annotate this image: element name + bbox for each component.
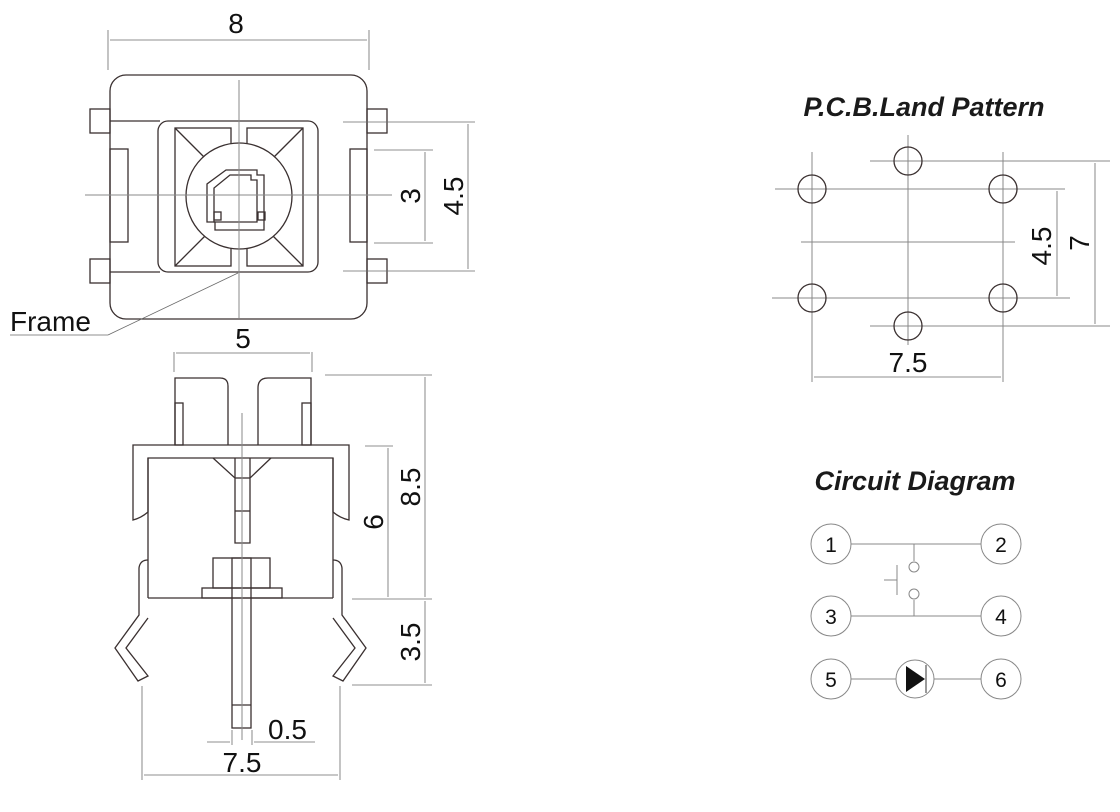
- led-symbol-icon: [895, 659, 935, 699]
- pcb-dim-inner-vertical: 4.5: [1026, 227, 1057, 266]
- dim-pad-span-label: 4.5: [438, 177, 469, 216]
- side-view: 5: [114, 323, 432, 780]
- led-lens-outer: [206, 169, 265, 231]
- frame-label: Frame: [10, 306, 91, 337]
- cap-tab-left: [174, 377, 229, 445]
- pad-bottom-left: [89, 258, 111, 284]
- land-hole-2: [988, 174, 1018, 204]
- dim-width-label: 8: [228, 8, 244, 39]
- dim-inner-label: 3: [395, 188, 426, 204]
- pin-5-label: 5: [825, 669, 837, 692]
- leg-left: [114, 559, 150, 682]
- land-hole-3: [797, 283, 827, 313]
- circuit-title: Circuit Diagram: [814, 466, 1015, 496]
- dim-leg-span-label: 7.5: [223, 747, 262, 778]
- pin-3: 3: [810, 595, 852, 637]
- housing-flange: [132, 444, 350, 521]
- pcb-dim-horizontal: 7.5: [889, 347, 928, 378]
- pin-4: 4: [980, 595, 1022, 637]
- pin-6-label: 6: [995, 669, 1007, 692]
- switch-contact-bottom: [908, 588, 920, 600]
- land-hole-1: [797, 174, 827, 204]
- pin-2-label: 2: [995, 534, 1007, 557]
- pad-top-right: [366, 108, 388, 134]
- leg-right: [331, 559, 367, 682]
- pin-2: 2: [980, 523, 1022, 565]
- pin-1: 1: [810, 523, 852, 565]
- led-lens-inner: [213, 174, 258, 223]
- switch-contact-top: [908, 561, 920, 573]
- cap-tab-right: [257, 377, 312, 445]
- pin-4-label: 4: [995, 606, 1007, 629]
- pin-6: 6: [980, 658, 1022, 700]
- land-hole-top: [893, 146, 923, 176]
- dim-pin-width-label: 0.5: [268, 714, 307, 745]
- land-hole-4: [988, 283, 1018, 313]
- dim-body-height-label: 6: [358, 514, 389, 530]
- pcb-title: P.C.B.Land Pattern: [803, 92, 1044, 122]
- land-hole-bottom: [893, 311, 923, 341]
- dim-height-total-label: 8.5: [395, 468, 426, 507]
- pin-3-label: 3: [825, 606, 837, 629]
- frame: [157, 120, 319, 273]
- circuit-diagram: Circuit Diagram 1 2 3 4 5 6: [810, 466, 1022, 700]
- pin-1-label: 1: [825, 534, 837, 557]
- pcb-land-pattern: P.C.B.Land Pattern 4.5 7 7.5: [772, 92, 1110, 382]
- pad-top-left: [89, 108, 111, 134]
- dim-cap-width-label: 5: [235, 323, 251, 354]
- pin-5: 5: [810, 658, 852, 700]
- dim-leg-height-label: 3.5: [395, 623, 426, 662]
- pcb-dim-outer-vertical: 7: [1064, 235, 1095, 251]
- top-view: 8: [10, 8, 475, 337]
